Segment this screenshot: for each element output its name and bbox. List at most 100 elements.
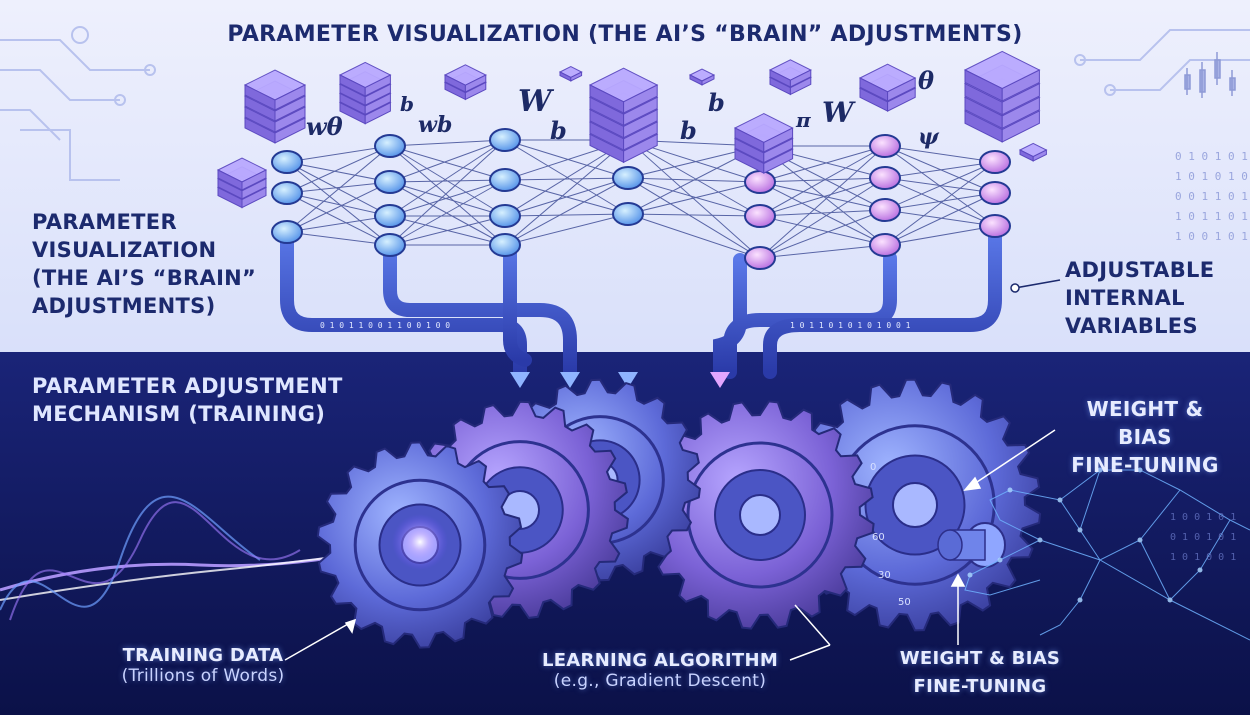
tuning-knob: [937, 522, 1006, 568]
svg-text:30: 30: [878, 570, 891, 581]
gear-icon: [645, 400, 875, 630]
symbol-psi: ψ: [918, 124, 939, 150]
svg-text:50: 50: [898, 597, 911, 608]
network-edge: [286, 181, 391, 233]
parameter-cube-icon: [338, 61, 392, 125]
parameter-cube-icon: [588, 67, 659, 164]
svg-text:1 0 0 1 0 1: 1 0 0 1 0 1: [1170, 512, 1236, 523]
wireframe-hand-icon: [964, 467, 1250, 641]
svg-text:1 0 0 1 0 1: 1 0 0 1 0 1: [1175, 230, 1248, 243]
network-node: [869, 134, 901, 158]
network-edge: [759, 177, 886, 259]
label-line: PARAMETER ADJUSTMENT: [32, 374, 343, 398]
symbol-b: b: [680, 116, 697, 145]
network-node: [612, 202, 644, 226]
network-node: [612, 166, 644, 190]
network-node: [869, 233, 901, 257]
parameter-visualization-label: PARAMETER VISUALIZATION (THE AI’S “BRAIN…: [32, 208, 256, 320]
network-node: [869, 166, 901, 190]
svg-text:0: 0: [870, 462, 876, 473]
svg-text:0 1 0 1 0 1: 0 1 0 1 0 1: [1170, 532, 1236, 543]
symbol-W: W: [518, 84, 552, 119]
label-line: PARAMETER: [32, 210, 177, 234]
network-node: [979, 214, 1011, 238]
dial-scale: 0 60 30 50: [870, 462, 911, 608]
network-edge: [884, 209, 996, 227]
gear-mechanism: [316, 378, 1042, 649]
parameter-cube-icon: [216, 157, 268, 209]
network-edge: [759, 145, 886, 183]
adjustment-mechanism-label: PARAMETER ADJUSTMENT MECHANISM (TRAINING…: [32, 372, 343, 428]
network-edge: [759, 177, 886, 217]
label-line: VISUALIZATION: [32, 238, 217, 262]
symbol-theta: θ: [918, 66, 935, 95]
parameter-cube-icon: [443, 64, 487, 101]
network-edge: [759, 177, 886, 183]
training-data-label: TRAINING DATA (Trillions of Words): [98, 645, 308, 686]
network-edge: [504, 139, 629, 246]
network-edge: [884, 192, 996, 211]
network-edge: [286, 215, 391, 233]
network-node: [271, 181, 303, 205]
label-pointers: [284, 279, 1061, 661]
adjustable-variables-label: ADJUSTABLE INTERNAL VARIABLES: [1065, 256, 1214, 340]
binary-digits-bottom: 1 0 0 1 0 1 0 1 0 1 0 1 1 0 1 0 0 1: [1170, 512, 1236, 563]
network-edge: [759, 215, 886, 246]
network-edge: [884, 161, 996, 179]
label-title: TRAINING DATA: [122, 645, 284, 666]
network-edge: [504, 213, 629, 217]
svg-text:0 0 1 1 0 1: 0 0 1 1 0 1: [1175, 190, 1248, 203]
parameter-cube-icon: [243, 69, 307, 144]
label-subtitle: (e.g., Gradient Descent): [553, 671, 767, 691]
candlestick-chart-icon: [1184, 52, 1236, 98]
network-node: [489, 233, 521, 257]
network-edge: [286, 145, 391, 194]
network-edge: [627, 213, 761, 217]
network-edge: [286, 161, 391, 246]
network-edge: [884, 192, 996, 246]
network-node: [374, 204, 406, 228]
network-edge: [627, 139, 761, 259]
label-line: MECHANISM (TRAINING): [32, 402, 326, 426]
network-edge: [884, 161, 996, 211]
network-edge: [759, 244, 886, 259]
label-line: INTERNAL: [1065, 286, 1185, 310]
network-edge: [286, 231, 391, 246]
network-edge: [627, 139, 761, 217]
label-subtitle: (Trillions of Words): [121, 666, 285, 686]
network-connections: [286, 139, 996, 259]
svg-text:60: 60: [872, 532, 885, 543]
label-line: WEIGHT & BIAS: [1086, 397, 1204, 449]
label-line: (THE AI’S “BRAIN”: [32, 266, 257, 290]
parameter-cube-icon: [1018, 142, 1048, 162]
network-edge: [389, 139, 506, 217]
network-edge: [759, 145, 886, 259]
network-edge: [389, 145, 506, 246]
network-edge: [504, 139, 629, 215]
network-node: [374, 134, 406, 158]
network-edge: [389, 181, 506, 246]
svg-text:1 0 1 0 0 1: 1 0 1 0 0 1: [1170, 552, 1236, 563]
network-edge: [759, 209, 886, 259]
network-edge: [759, 209, 886, 217]
network-edge: [884, 145, 996, 163]
network-edge: [286, 145, 391, 163]
label-line: ADJUSTABLE: [1065, 258, 1215, 282]
network-edge: [759, 181, 886, 211]
network-edge: [389, 179, 506, 183]
symbol-b: b: [708, 88, 725, 117]
network-node: [744, 170, 776, 194]
network-edge: [286, 192, 391, 246]
network-edge: [286, 192, 391, 217]
network-edge: [389, 139, 506, 246]
network-node: [979, 181, 1011, 205]
flow-arrows: [510, 372, 730, 388]
svg-text:1 0 1 1 0 1 0 1 0 1 0 0 1: 1 0 1 1 0 1 0 1 0 1 0 0 1: [790, 321, 911, 330]
network-edge: [286, 145, 391, 233]
label-line: WEIGHT & BIAS: [899, 648, 1061, 669]
network-edge: [884, 225, 996, 246]
network-node: [979, 150, 1011, 174]
svg-text:1 0 1 1 0 1: 1 0 1 1 0 1: [1175, 210, 1248, 223]
label-line: ADJUSTMENTS): [32, 294, 216, 318]
